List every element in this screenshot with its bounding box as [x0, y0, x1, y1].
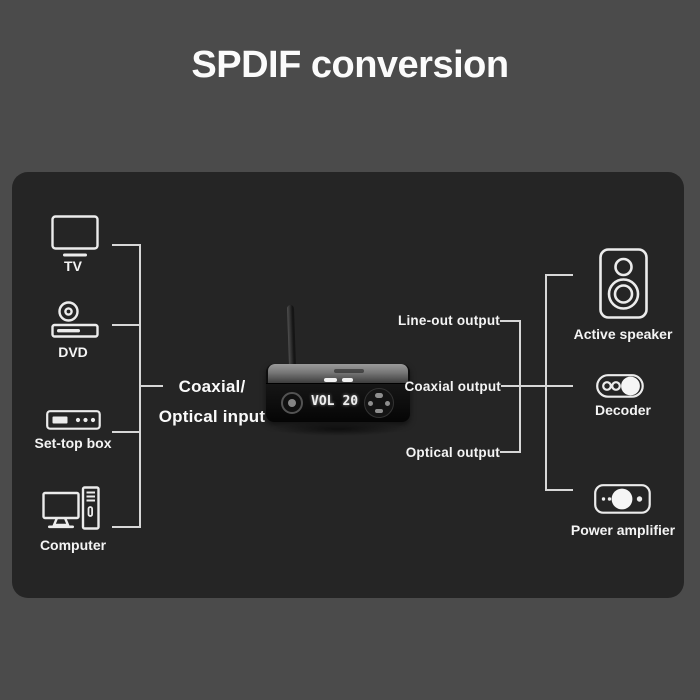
connector-line-speaker [545, 274, 573, 276]
connector-line-tv [112, 244, 141, 246]
input-caption-line2: Optical input [158, 407, 266, 426]
dpad-left-button [368, 400, 373, 406]
top-touch-button [342, 378, 353, 382]
device-shadow [271, 422, 405, 436]
device-front-panel: VOL 20 [266, 383, 410, 422]
volume-value: 20 [342, 394, 359, 409]
converter-device: VOL 20 [265, 302, 415, 438]
input-label-set-top-box: Set-top box [34, 435, 112, 451]
dvd-player-icon [51, 301, 99, 338]
brand-mark [334, 369, 364, 373]
connector-line-computer [112, 526, 141, 528]
dpad-control [364, 388, 394, 418]
connector-line-line-out [500, 320, 521, 322]
connector-line-set-top-box [112, 431, 141, 433]
connector-line-optical [500, 451, 521, 453]
top-touch-button [324, 378, 337, 382]
outer-bracket-line [545, 274, 547, 491]
wifi-antenna [286, 304, 297, 370]
input-label-tv: TV [64, 258, 82, 274]
decoder-icon [596, 374, 644, 398]
left-bracket-line [139, 244, 141, 528]
volume-label: VOL [311, 394, 335, 409]
connector-line-coaxial [501, 385, 573, 387]
port-label-optical: Optical output [405, 445, 500, 460]
dpad-up-button [375, 393, 383, 398]
source-knob [281, 392, 303, 414]
dpad-right-button [385, 400, 390, 406]
power-amplifier-icon [594, 484, 651, 514]
dpad-down-button [375, 408, 383, 413]
tv-icon [51, 215, 99, 258]
connector-line-input-caption [141, 385, 163, 387]
speaker-icon [599, 248, 648, 319]
input-label-dvd: DVD [58, 344, 88, 360]
output-label-decoder: Decoder [594, 402, 652, 418]
connector-line-dvd [112, 324, 141, 326]
output-label-power-amplifier: Power amplifier [570, 522, 676, 538]
set-top-box-icon [46, 410, 101, 430]
page-title: SPDIF conversion [191, 44, 509, 86]
led-display: VOL 20 [311, 394, 358, 409]
output-label-active-speaker: Active speaker [573, 326, 673, 342]
input-caption-line1: Coaxial/ [178, 377, 246, 396]
port-label-line-out: Line-out output [398, 313, 500, 328]
connector-line-power-amplifier [545, 489, 573, 491]
input-label-computer: Computer [39, 537, 107, 553]
port-label-coaxial: Coaxial output [404, 379, 501, 394]
computer-icon [42, 486, 100, 532]
device-top-face [268, 364, 408, 383]
device-body: VOL 20 [266, 364, 410, 422]
